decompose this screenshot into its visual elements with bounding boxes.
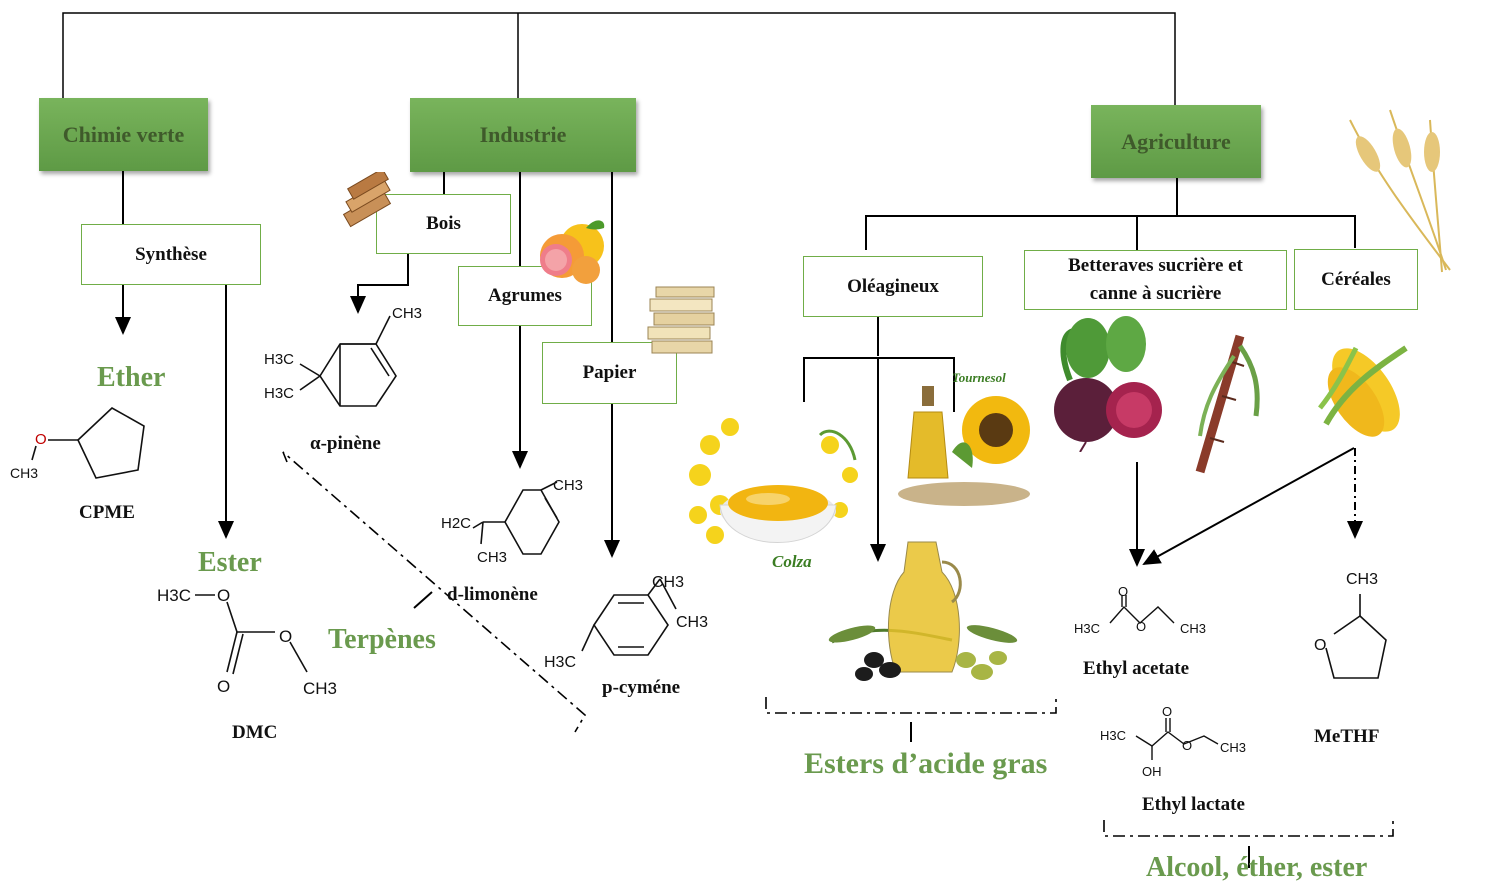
tournesol-image bbox=[898, 386, 1030, 506]
category-ether: Ether bbox=[97, 362, 166, 393]
box-agrumes-label: Agrumes bbox=[488, 285, 562, 306]
molecule-name-cpme: CPME bbox=[79, 502, 135, 523]
box-oleagineux: Oléagineux bbox=[803, 256, 983, 317]
structure-dmc: H3C O O O CH3 bbox=[157, 586, 337, 698]
box-chimie-verte-label: Chimie verte bbox=[62, 121, 185, 147]
box-betteraves-label-1: Betteraves sucrière et bbox=[1068, 255, 1243, 276]
paper-image bbox=[647, 286, 715, 354]
atom-o: O bbox=[1118, 585, 1128, 599]
molecule-name-p-cymene: p-cyméne bbox=[602, 677, 681, 698]
box-papier-label: Papier bbox=[582, 362, 637, 383]
beetroot-image bbox=[1054, 316, 1162, 452]
atom-ch3: CH3 bbox=[553, 477, 583, 494]
atom-h3c: H3C bbox=[264, 385, 294, 402]
atom-ch3: CH3 bbox=[1180, 621, 1206, 636]
box-oleagineux-label: Oléagineux bbox=[847, 275, 939, 297]
box-industrie: Industrie bbox=[410, 98, 636, 172]
colza-image bbox=[689, 418, 858, 544]
atom-ch3: CH3 bbox=[303, 679, 337, 698]
atom-ch3: CH3 bbox=[1346, 571, 1378, 588]
box-betteraves: Betteraves sucrière et canne à sucrière bbox=[1024, 250, 1287, 310]
atom-oh: OH bbox=[1142, 764, 1162, 779]
molecule-name-d-limonene: d-limonène bbox=[447, 584, 538, 605]
molecule-name-methf: MeTHF bbox=[1314, 726, 1380, 747]
tournesol-caption: Tournesol bbox=[952, 370, 1006, 385]
box-industrie-label: Industrie bbox=[479, 122, 567, 147]
box-bois-label: Bois bbox=[426, 213, 461, 234]
atom-h2c: H2C bbox=[441, 515, 471, 532]
structure-d-limonene: CH3 H2C CH3 bbox=[441, 477, 583, 566]
atom-h3c: H3C bbox=[544, 654, 576, 671]
atom-ch3: CH3 bbox=[392, 305, 422, 322]
wood-image bbox=[342, 172, 392, 228]
category-esters-acide-gras: Esters d’acide gras bbox=[804, 747, 1048, 780]
atom-o: O bbox=[217, 677, 230, 696]
category-terpenes: Terpènes bbox=[328, 624, 436, 655]
atom-o: O bbox=[1314, 637, 1326, 654]
molecule-name-alpha-pinene: α-pinène bbox=[310, 433, 381, 454]
box-bois: Bois bbox=[376, 194, 511, 254]
structure-methf: CH3 O bbox=[1314, 571, 1387, 679]
structure-ethyl-lactate: O O H3C CH3 OH bbox=[1100, 704, 1246, 779]
atom-ch3: CH3 bbox=[477, 549, 507, 566]
olive-oil-image bbox=[828, 541, 1018, 681]
citrus-image bbox=[540, 220, 605, 284]
atom-h3c: H3C bbox=[1100, 728, 1126, 743]
atom-h3c: H3C bbox=[1074, 621, 1100, 636]
category-alcool-ether-ester: Alcool, éther, ester bbox=[1146, 852, 1368, 883]
atom-ch3: CH3 bbox=[652, 574, 684, 591]
atom-ch3: CH3 bbox=[10, 465, 38, 481]
box-chimie-verte: Chimie verte bbox=[39, 98, 208, 171]
box-betteraves-label-2: canne à sucrière bbox=[1089, 283, 1222, 304]
atom-o: O bbox=[279, 627, 292, 646]
colza-caption: Colza bbox=[772, 552, 812, 571]
wheat-image bbox=[1349, 109, 1451, 273]
structure-cpme: O CH3 bbox=[10, 407, 145, 481]
box-synthese-label: Synthèse bbox=[135, 243, 207, 265]
structure-p-cymene: CH3 CH3 H3C bbox=[544, 574, 708, 671]
atom-o: O bbox=[1162, 704, 1172, 719]
box-agriculture: Agriculture bbox=[1091, 105, 1261, 178]
atom-o: O bbox=[1136, 619, 1146, 634]
category-ester: Ester bbox=[198, 547, 262, 578]
atom-o: O bbox=[35, 431, 47, 448]
atom-o: O bbox=[217, 586, 230, 605]
box-agriculture-label: Agriculture bbox=[1121, 128, 1231, 154]
atom-h3c: H3C bbox=[264, 351, 294, 368]
atom-o: O bbox=[1182, 738, 1192, 753]
box-cereales: Céréales bbox=[1294, 249, 1418, 310]
box-cereales-label: Céréales bbox=[1321, 268, 1391, 290]
box-synthese: Synthèse bbox=[81, 224, 261, 285]
atom-h3c: H3C bbox=[157, 586, 191, 605]
box-papier: Papier bbox=[542, 342, 677, 404]
molecule-name-dmc: DMC bbox=[232, 722, 278, 743]
structure-alpha-pinene: CH3 H3C H3C bbox=[264, 305, 422, 407]
atom-ch3: CH3 bbox=[676, 614, 708, 631]
sugarcane-image bbox=[1195, 334, 1260, 474]
atom-ch3: CH3 bbox=[1220, 740, 1246, 755]
structure-ethyl-acetate: O O H3C CH3 bbox=[1074, 585, 1206, 636]
molecule-name-ethyl-acetate: Ethyl acetate bbox=[1083, 658, 1190, 679]
corn-image bbox=[1318, 345, 1408, 437]
molecule-name-ethyl-lactate: Ethyl lactate bbox=[1142, 794, 1245, 815]
